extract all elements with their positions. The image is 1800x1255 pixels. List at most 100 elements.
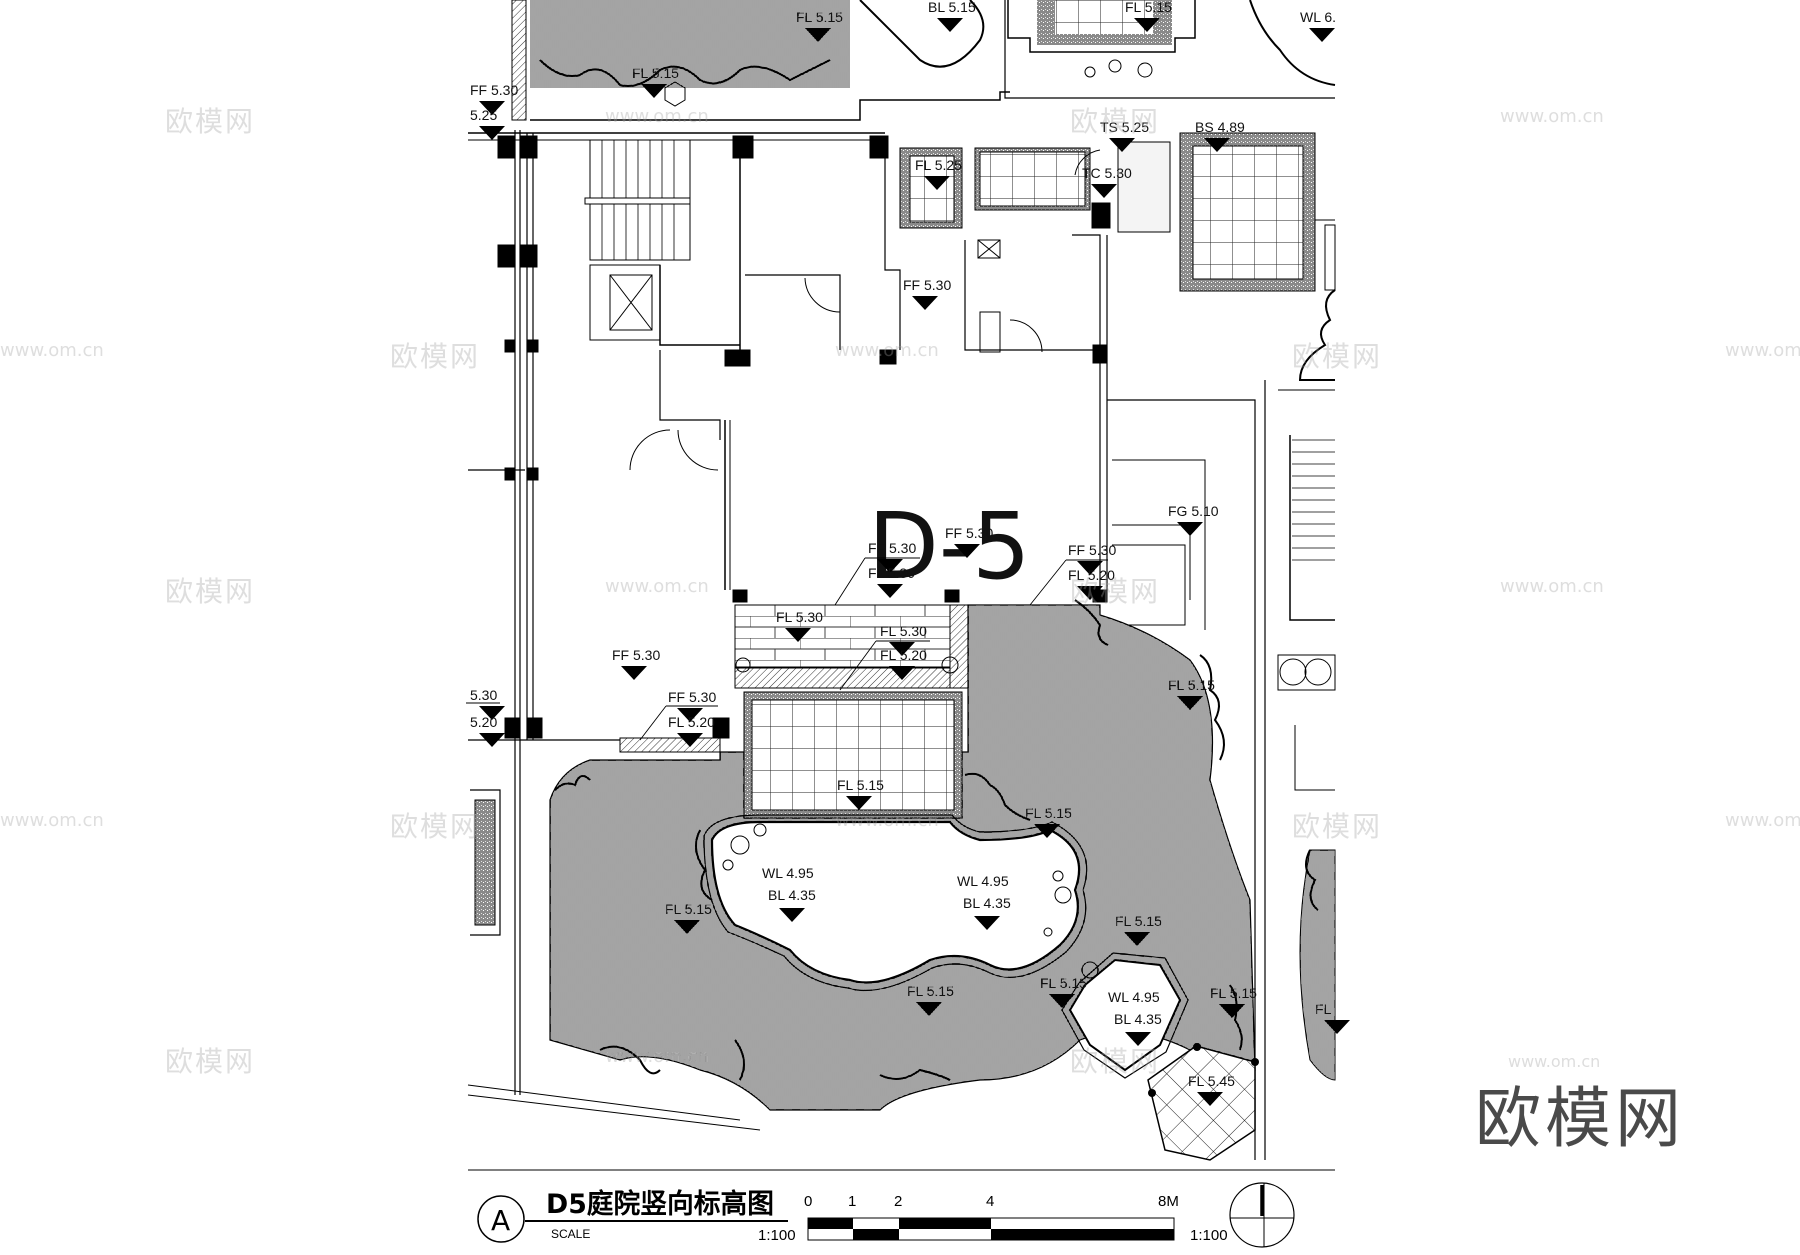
elevation-triangle-icon bbox=[677, 708, 703, 722]
elevation-label-fl-right-mid: FL 5.15 bbox=[1025, 805, 1072, 821]
title-letter: A bbox=[491, 1204, 510, 1237]
pond-wl-label: WL 4.95 bbox=[762, 865, 814, 881]
elevation-triangle-icon bbox=[916, 1002, 942, 1016]
elevation-triangle-icon bbox=[1204, 138, 1230, 152]
elevation-label-fl-far-right: FL 5.15 bbox=[1210, 985, 1257, 1001]
elevation-label-top-wl: WL 6. bbox=[1300, 9, 1336, 25]
elevation-label-fl-pavilion: FL 5.45 bbox=[1188, 1073, 1235, 1089]
elevation-triangle-icon bbox=[1324, 1020, 1350, 1034]
scale-ratio-right: 1:100 bbox=[1190, 1227, 1228, 1244]
elevation-label-fl-terrace-2: FL 5.30 bbox=[880, 623, 927, 639]
elevation-label-left-ff: FF 5.30 bbox=[470, 82, 518, 98]
elevation-triangle-icon bbox=[479, 733, 505, 747]
elevation-label-ff-room: FF 5.30 bbox=[612, 647, 660, 663]
elevation-label-left-fl: 5.25 bbox=[470, 107, 497, 123]
elevation-triangle-icon bbox=[877, 584, 903, 598]
scale-bar: 0 1 2 4 8M bbox=[804, 1193, 1179, 1241]
elevation-triangle-icon bbox=[785, 628, 811, 642]
scale-tick-4: 4 bbox=[986, 1193, 994, 1210]
scale-tick-0: 0 bbox=[804, 1193, 812, 1210]
plants bbox=[722, 823, 1099, 979]
elevation-label-ff-left-2: 5.30 bbox=[470, 687, 497, 703]
elevation-triangle-icon bbox=[641, 84, 667, 98]
elevation-label-ff-kitchen: FF 5.30 bbox=[903, 277, 951, 293]
brand-logo: 欧模网 bbox=[1475, 1080, 1685, 1157]
elevation-label-fl-terrace-3: FL 5.20 bbox=[880, 647, 927, 663]
elevation-triangle-icon bbox=[621, 666, 647, 680]
elevation-triangle-icon bbox=[779, 908, 805, 922]
elevation-triangle-icon bbox=[1219, 1004, 1245, 1018]
elevation-triangle-icon bbox=[1109, 138, 1135, 152]
elevation-triangle-icon bbox=[1309, 28, 1335, 42]
elevation-label-fl-right-garden: FL 5.15 bbox=[1168, 677, 1215, 693]
elevation-label-ff-door: FF 5.30 bbox=[668, 689, 716, 705]
elevation-triangle-icon bbox=[846, 796, 872, 810]
elevation-triangle-icon bbox=[1125, 1032, 1151, 1046]
elevation-triangle-icon bbox=[479, 126, 505, 140]
elevation-triangle-icon bbox=[479, 706, 505, 720]
title-circle bbox=[477, 1195, 525, 1243]
elevation-triangle-icon bbox=[1177, 696, 1203, 710]
elevation-label-top-bl: BL 5.15 bbox=[928, 0, 976, 15]
elevation-triangle-icon bbox=[805, 28, 831, 42]
elevation-label-ff-right: FF 5.30 bbox=[1068, 542, 1116, 558]
pond-wl-label: WL 4.95 bbox=[957, 873, 1009, 889]
elevation-triangle-icon bbox=[1134, 18, 1160, 32]
elevation-triangle-icon bbox=[1197, 1092, 1223, 1106]
elevation-triangle-icon bbox=[937, 18, 963, 32]
elevation-label-ff-living-1: FF 5.30 bbox=[868, 540, 916, 556]
scale-tick-2: 2 bbox=[894, 1193, 902, 1210]
north-arrow-icon bbox=[1229, 1182, 1295, 1248]
elevation-triangle-icon bbox=[1049, 994, 1075, 1008]
unit-label: D-5 bbox=[868, 493, 1031, 600]
title-block: A D5庭院竖向标高图 SCALE 1:100 0 1 2 4 8M 1:100 bbox=[477, 1182, 1295, 1248]
pond-wl-label: WL 4.95 bbox=[1108, 989, 1160, 1005]
drawing-title: D5庭院竖向标高图 bbox=[546, 1188, 774, 1220]
pond-bl-label: BL 4.35 bbox=[963, 895, 1011, 911]
elevation-label-ts: TS 5.25 bbox=[1100, 119, 1149, 135]
elevation-triangle-icon bbox=[1124, 932, 1150, 946]
elevation-label-fl-bottom-2: FL 5.15 bbox=[1040, 975, 1087, 991]
elevation-triangle-icon bbox=[1091, 184, 1117, 198]
pond-marks: WL 4.95 BL 4.35 WL 4.95 BL 4.35 WL 4.95 BL 4.… bbox=[762, 865, 1162, 1046]
logo-url: www.om.cn bbox=[1508, 1052, 1601, 1071]
rockery bbox=[554, 289, 1336, 1081]
elevation-label-fl-living-1: FL 5.30 bbox=[868, 565, 915, 581]
elevation-label-fl-left-2: 5.20 bbox=[470, 714, 497, 730]
elevation-triangle-icon bbox=[1177, 522, 1203, 536]
elevation-marks: FL 5.15 FL 5.15 BL 5.15 FL 5.15 WL 6. FF 5.30… bbox=[470, 0, 1350, 1106]
elevation-label-fl-left-garden: FL 5.15 bbox=[665, 901, 712, 917]
elevation-label-fl-525: FL 5.25 bbox=[915, 157, 962, 173]
elevation-label-ff-living-2: FF 5.30 bbox=[945, 525, 993, 541]
pond-bl-label: BL 4.35 bbox=[1114, 1011, 1162, 1027]
elevation-triangle-icon bbox=[1077, 586, 1103, 600]
pond-bl-label: BL 4.35 bbox=[768, 887, 816, 903]
elevation-label-fl-edge: FL bbox=[1315, 1001, 1332, 1017]
scale-tick-1: 1 bbox=[848, 1193, 856, 1210]
elevation-triangle-icon bbox=[974, 916, 1000, 930]
building-walls bbox=[467, 130, 1336, 1160]
scale-tick-8m: 8M bbox=[1158, 1193, 1179, 1210]
elevation-triangle-icon bbox=[677, 733, 703, 747]
elevation-label-fl-right-low: FL 5.15 bbox=[1115, 913, 1162, 929]
elevation-triangle-icon bbox=[674, 920, 700, 934]
elevation-triangle-icon bbox=[924, 176, 950, 190]
elevation-triangle-icon bbox=[1077, 561, 1103, 575]
elevation-label-fg: FG 5.10 bbox=[1168, 503, 1219, 519]
elevation-label-bs: BS 4.89 bbox=[1195, 119, 1245, 135]
elevation-label-top-fl-2: FL 5.15 bbox=[796, 9, 843, 25]
elevation-triangle-icon bbox=[889, 666, 915, 680]
elevation-label-fl-pool-deck: FL 5.15 bbox=[837, 777, 884, 793]
elevation-label-tc: TC 5.30 bbox=[1082, 165, 1132, 181]
elevation-label-fl-bottom-1: FL 5.15 bbox=[907, 983, 954, 999]
leader-lines bbox=[466, 557, 1108, 741]
elevation-triangle-icon bbox=[889, 642, 915, 656]
top-garden bbox=[511, 0, 1336, 121]
garden-paving bbox=[549, 604, 1336, 1161]
elevation-label-fl-right: FL 5.20 bbox=[1068, 567, 1115, 583]
elevation-triangle-icon bbox=[877, 559, 903, 573]
elevation-label-top-fl-1: FL 5.15 bbox=[632, 65, 679, 81]
elevation-triangle-icon bbox=[954, 544, 980, 558]
elevation-label-top-pool-fl: FL 5.15 bbox=[1125, 0, 1172, 15]
elevation-label-fl-door: FL 5.20 bbox=[668, 714, 715, 730]
